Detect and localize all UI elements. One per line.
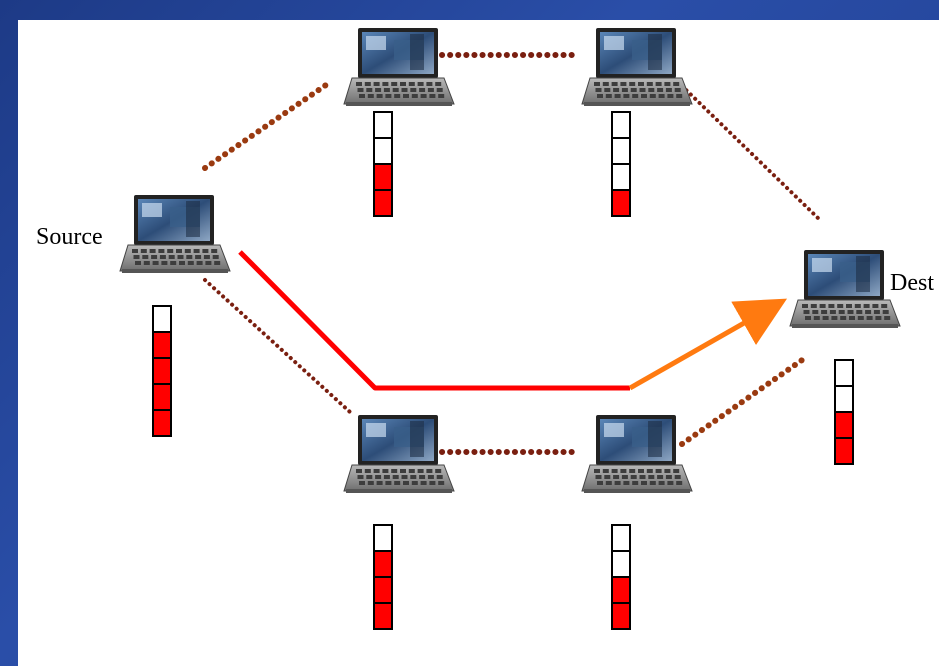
- queue-cell-filled: [611, 576, 631, 604]
- dest-label: Dest: [890, 270, 934, 296]
- queue-cell-filled: [373, 576, 393, 604]
- queue-top-right: [611, 111, 631, 217]
- route-red-segment: [238, 250, 630, 391]
- laptop-icon: [581, 415, 693, 493]
- queue-dest: [834, 359, 854, 465]
- queue-cell-filled: [611, 602, 631, 630]
- queue-cell-empty: [834, 359, 854, 387]
- queue-cell-filled: [373, 550, 393, 578]
- queue-cell-empty: [611, 550, 631, 578]
- queue-cell-filled: [834, 411, 854, 439]
- laptop-icon: [343, 415, 455, 493]
- queue-cell-empty: [611, 163, 631, 191]
- queue-cell-empty: [152, 305, 172, 333]
- queue-source: [152, 305, 172, 437]
- queue-cell-empty: [611, 524, 631, 552]
- route-orange-arrow: [628, 298, 788, 391]
- queue-cell-filled: [152, 383, 172, 411]
- laptop-icon: [119, 195, 231, 273]
- link-bottom-right-dest: [679, 355, 808, 447]
- queue-cell-empty: [373, 137, 393, 165]
- queue-bottom-left: [373, 524, 393, 630]
- queue-cell-filled: [373, 189, 393, 217]
- queue-cell-filled: [152, 409, 172, 437]
- link-source-top-left: [202, 82, 329, 171]
- links-layer: [202, 52, 822, 455]
- queue-cell-filled: [373, 602, 393, 630]
- queue-cell-filled: [152, 357, 172, 385]
- queue-cell-empty: [373, 111, 393, 139]
- laptop-icon: [343, 28, 455, 106]
- link-source-bottom-left: [203, 278, 352, 414]
- queue-cell-empty: [834, 385, 854, 413]
- route-path: [238, 250, 788, 391]
- link-top-right-dest: [680, 84, 822, 222]
- laptop-icon: [581, 28, 693, 106]
- queue-cell-filled: [834, 437, 854, 465]
- queue-bottom-right: [611, 524, 631, 630]
- queue-cell-filled: [373, 163, 393, 191]
- queue-cell-filled: [611, 189, 631, 217]
- queue-cell-empty: [373, 524, 393, 552]
- queue-top-left: [373, 111, 393, 217]
- queue-cell-empty: [611, 137, 631, 165]
- laptop-icon: [789, 250, 901, 328]
- queue-cell-empty: [611, 111, 631, 139]
- source-label: Source: [36, 224, 103, 250]
- queue-cell-filled: [152, 331, 172, 359]
